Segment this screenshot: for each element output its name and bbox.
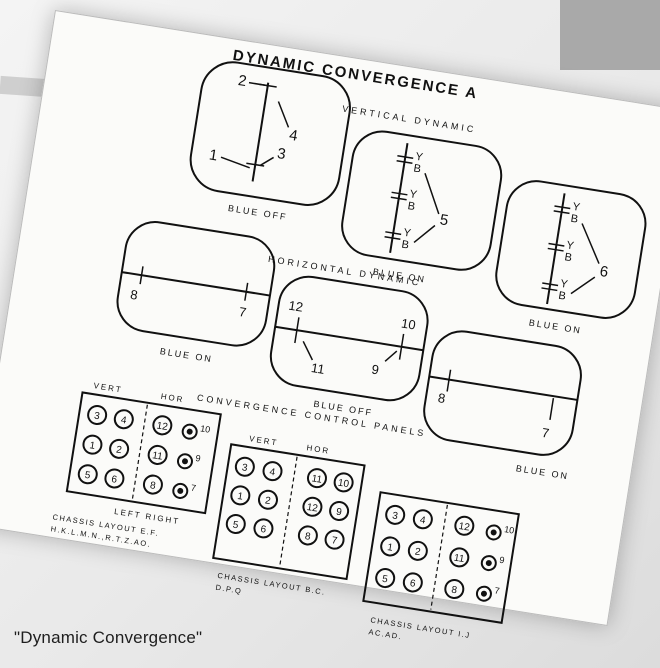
screen-h1: 8 7 BLUE ON [110,218,279,372]
callout-12: 12 [288,298,305,315]
knob-label: 5 [84,470,92,482]
knob-label: 12 [458,521,471,534]
screw-label: 9 [499,555,506,566]
control-panel-1: VERT HOR 341212115681097 LEFT RIGHT CHAS… [50,378,223,557]
knob-label: 5 [232,520,240,532]
knob-label: 12 [306,502,319,515]
callout-4: 4 [288,127,299,145]
knob-label: 6 [409,578,417,590]
knob-label: 3 [391,510,399,522]
diagram-title: DYNAMIC CONVERGENCE A [232,47,480,103]
panel-vert-label: VERT [93,381,123,394]
knob-label: 2 [414,546,422,558]
screw-label: 10 [504,524,515,535]
mark-b: B [558,290,567,303]
screen-h3-caption: BLUE ON [515,463,569,481]
callout-2: 2 [237,72,248,90]
knob-label: 8 [450,585,458,597]
screen-h3: 8 7 BLUE ON [416,327,588,481]
knob-label: 7 [331,535,339,547]
photo-caption: "Dynamic Convergence" [14,628,202,648]
knob-label: 11 [311,473,323,486]
knob-label: 4 [419,515,427,527]
knob-label: 8 [149,480,157,492]
callout-6: 6 [598,263,609,281]
knob-label: 4 [120,415,128,427]
mark-b: B [570,213,579,226]
screw-label: 10 [200,423,211,434]
mark-b: B [407,200,416,213]
screen-v1-caption: BLUE OFF [227,203,288,222]
screen-h1-caption: BLUE ON [159,346,213,364]
callout-10: 10 [400,316,417,333]
adjust-screw-center [487,561,492,566]
vertical-dynamic-label: VERTICAL DYNAMIC [342,104,477,135]
mark-b: B [413,163,422,176]
screen-h2: 12 11 10 9 BLUE OFF [263,272,431,424]
screen-v3: Y B Y B Y B 6 BLUE ON [489,177,650,343]
callout-7: 7 [238,304,247,320]
knob-label: 1 [89,440,97,452]
knob-label: 8 [304,531,312,543]
knob-label: 11 [453,553,465,566]
adjust-screw-center [482,591,487,596]
knob-label: 4 [269,467,277,479]
knob-label: 2 [264,495,272,507]
screw-label: 9 [195,453,202,464]
knob-label: 3 [241,462,249,474]
knob-label: 6 [260,524,268,536]
callout-7: 7 [541,425,550,441]
knob-label: 1 [236,491,244,503]
callout-8: 8 [129,287,138,303]
knob-label: 10 [337,478,350,491]
chassis-layout-models: AC.AD. [368,627,403,641]
knob-label: 1 [386,542,394,554]
mark-b: B [564,251,573,264]
callout-3: 3 [276,145,287,163]
adjust-screw-center [491,530,496,535]
screen-v3-caption: BLUE ON [528,317,582,335]
knob-label: 12 [156,420,169,433]
panel-hor-label: HOR [306,443,331,456]
chassis-layout-models: D.P.Q [215,583,243,596]
knob-label: 6 [111,474,119,486]
adjust-screw-center [178,489,183,494]
knob-label: 5 [381,574,389,586]
panel-hor-label: HOR [160,392,185,405]
knob-label: 11 [151,450,163,463]
knob-label: 3 [93,411,101,423]
adjust-screw-center [183,459,188,464]
screw-label: 7 [494,585,501,596]
screen-v1: 2 4 3 1 BLUE OFF [183,58,355,230]
callout-5: 5 [439,211,450,229]
callout-8: 8 [437,390,446,406]
callout-1: 1 [208,146,219,164]
knob-label: 2 [115,444,123,456]
callout-11: 11 [310,360,326,377]
adjust-screw-center [187,429,192,434]
knob-label: 9 [335,507,343,519]
callout-9: 9 [371,361,380,377]
panel-vert-label: VERT [249,434,279,447]
screw-label: 7 [190,483,197,494]
mark-b: B [401,239,410,252]
